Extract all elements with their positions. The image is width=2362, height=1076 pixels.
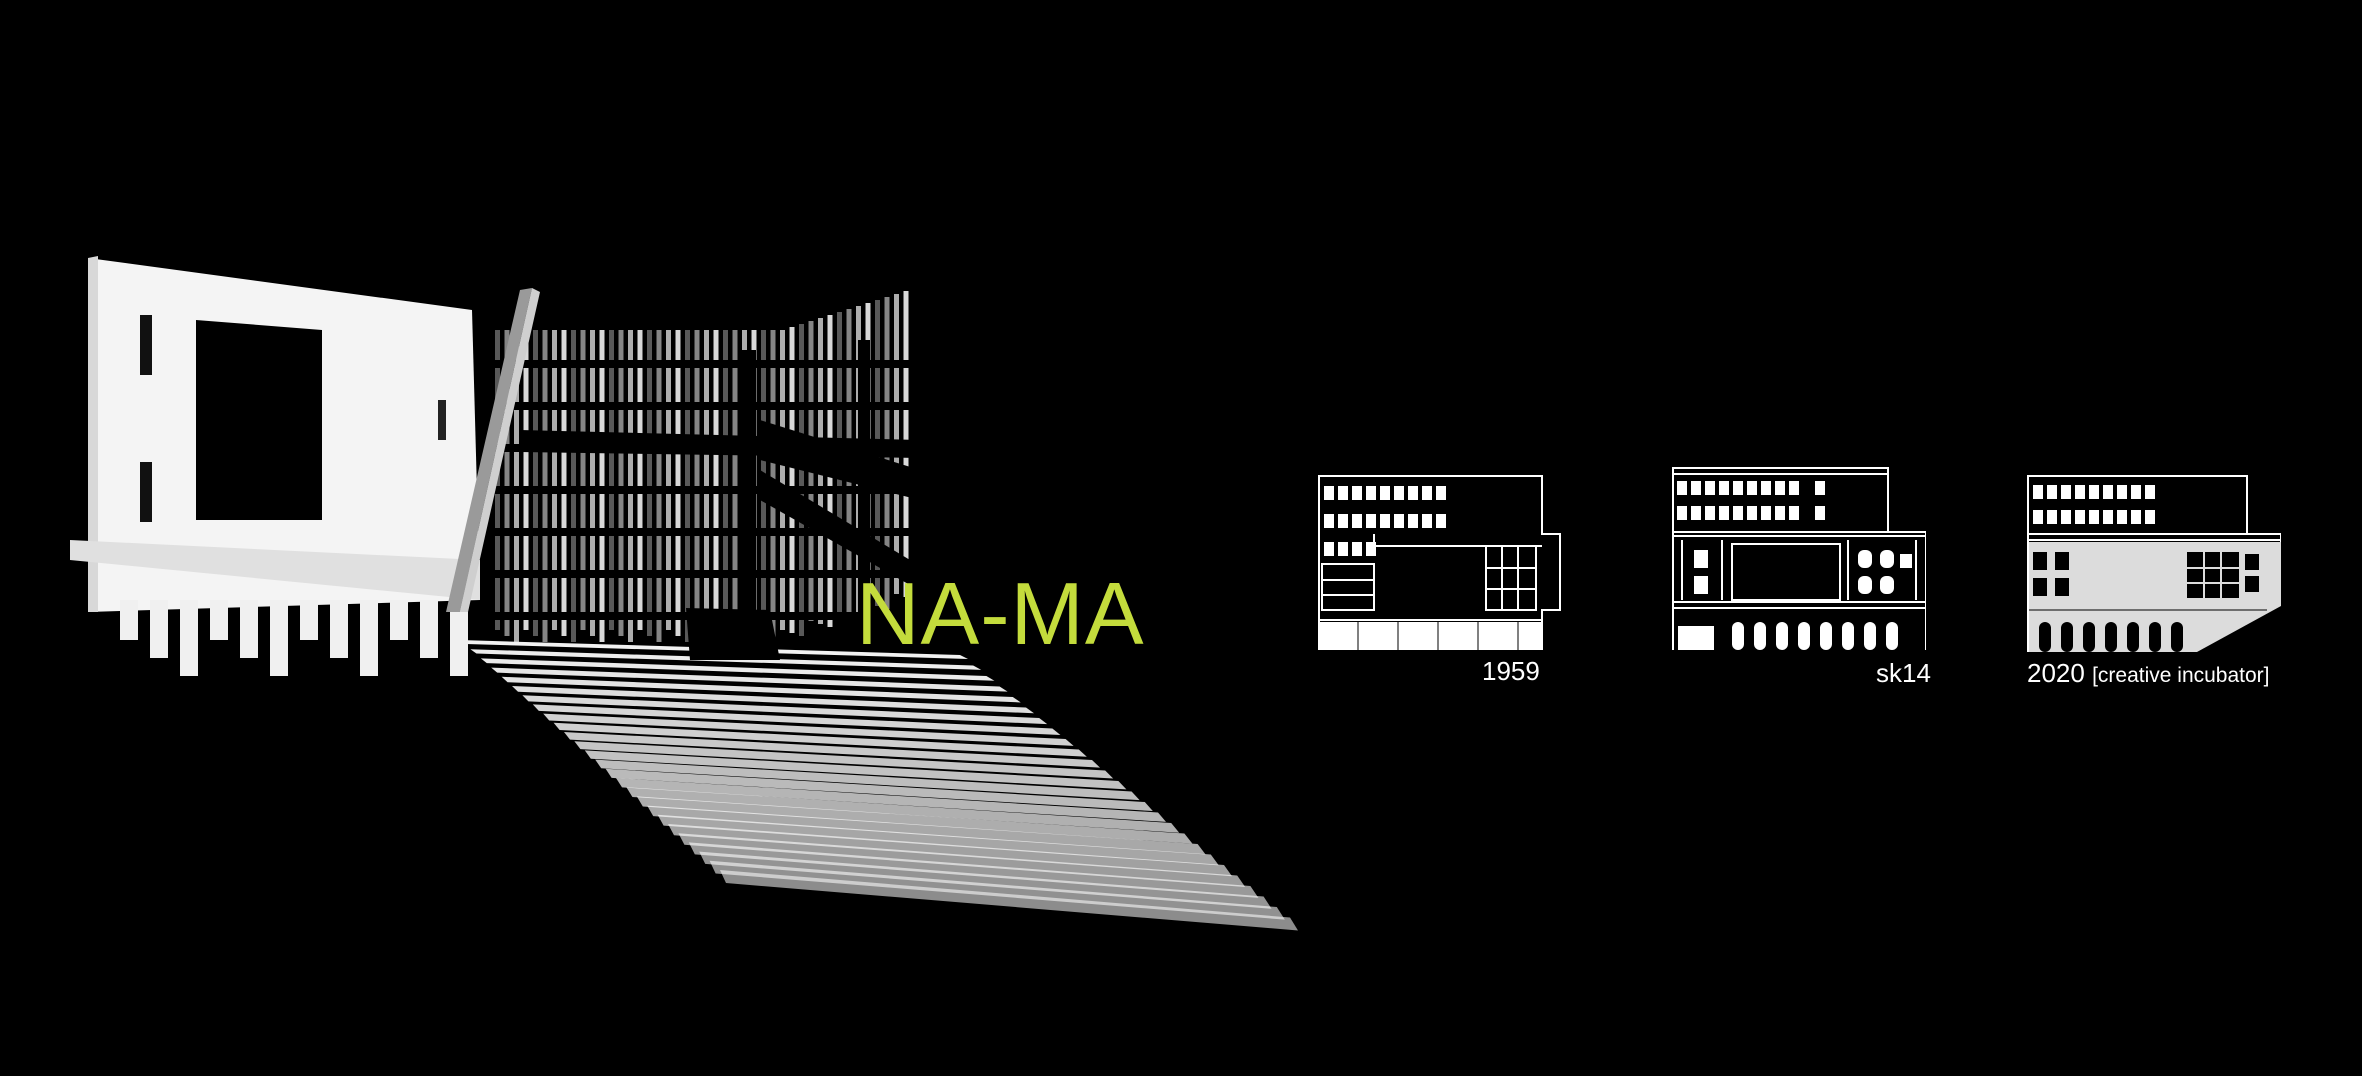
grille-slat bbox=[647, 330, 652, 636]
wall-pillar bbox=[180, 600, 198, 676]
wall-pillar bbox=[420, 600, 438, 658]
floor-stripe bbox=[501, 676, 1021, 703]
grille-rail bbox=[495, 528, 915, 536]
grille-slat bbox=[533, 330, 538, 636]
floor-stripe bbox=[699, 851, 1272, 909]
grille-slat bbox=[609, 330, 614, 630]
grille-slat bbox=[732, 330, 738, 636]
floor-stripe bbox=[668, 824, 1232, 877]
facade-drawing-2020 bbox=[2027, 475, 2281, 652]
elevation-note-2020: [creative incubator] bbox=[2092, 664, 2270, 687]
floor-stripe bbox=[522, 695, 1048, 725]
white-wall-block bbox=[70, 256, 480, 612]
grille-slat bbox=[552, 330, 557, 630]
wall-pillar bbox=[450, 600, 468, 676]
grille-slat bbox=[523, 330, 529, 630]
grille-rail bbox=[495, 570, 915, 578]
grille-slat bbox=[561, 330, 567, 636]
grille-slat bbox=[694, 330, 700, 630]
floor-stripe bbox=[480, 658, 995, 681]
grille-slat bbox=[504, 330, 510, 636]
wall-pillar bbox=[120, 600, 138, 640]
grille-slat bbox=[618, 330, 624, 636]
floor-stripe bbox=[709, 860, 1285, 920]
facade-drawing-sk14 bbox=[1672, 467, 1926, 650]
floor-stripe bbox=[543, 713, 1074, 746]
floor-stripe bbox=[678, 833, 1246, 888]
floor-stripe bbox=[605, 768, 1153, 812]
elevation-sk14: sk14 bbox=[1672, 466, 1931, 688]
wall-pillar bbox=[390, 600, 408, 640]
brand-title: NA-MA bbox=[856, 564, 1145, 663]
floor-shadow-stripes bbox=[460, 640, 1298, 931]
grille-slat bbox=[799, 324, 804, 636]
floor-stripe bbox=[688, 842, 1259, 898]
elevation-label-1959: 1959 bbox=[1482, 656, 1540, 687]
wall-pillar bbox=[210, 600, 228, 640]
elevation-year-1959: 1959 bbox=[1482, 656, 1540, 686]
floor-stripe bbox=[647, 805, 1206, 855]
wall-base-pillars bbox=[120, 600, 468, 676]
dark-structure bbox=[520, 340, 920, 660]
wall-pillar bbox=[330, 600, 348, 658]
elevation-year-sk14: sk14 bbox=[1876, 658, 1931, 688]
floor-stripe bbox=[657, 814, 1219, 866]
grille-slat bbox=[704, 330, 709, 636]
floor-stripe bbox=[584, 750, 1127, 790]
grille-slat bbox=[723, 330, 728, 630]
floor-stripe bbox=[626, 787, 1180, 833]
wall-pillar bbox=[240, 600, 258, 658]
elevation-1959: 1959 bbox=[1318, 470, 1562, 686]
floor-stripe bbox=[595, 759, 1140, 801]
floor-stripe bbox=[491, 667, 1008, 692]
wall-pillar bbox=[360, 600, 378, 676]
grille-slat bbox=[789, 327, 795, 633]
floor-stripe bbox=[512, 686, 1034, 714]
floor-stripe bbox=[564, 732, 1100, 768]
building-render-illustration bbox=[70, 256, 1298, 931]
wall-pillar bbox=[270, 600, 288, 676]
elevation-label-sk14: sk14 bbox=[1876, 658, 1931, 689]
grille-rail bbox=[495, 360, 915, 368]
grille-slat bbox=[637, 330, 643, 630]
grille-slat bbox=[780, 330, 785, 630]
floor-stripe bbox=[636, 796, 1193, 844]
floor-stripe bbox=[574, 741, 1114, 779]
diagonal-beam bbox=[446, 288, 540, 612]
elevation-year-2020: 2020 bbox=[2027, 658, 2085, 688]
floor-stripe bbox=[553, 722, 1087, 757]
grille-rail bbox=[495, 486, 915, 494]
elevation-2020: 2020 [creative incubator] bbox=[2027, 472, 2281, 688]
floor-stripe bbox=[616, 778, 1166, 822]
grille-slat bbox=[666, 330, 671, 630]
grille-rail bbox=[495, 402, 915, 410]
floor-stripe bbox=[720, 870, 1298, 931]
wall-pillar bbox=[150, 600, 168, 658]
facade-drawing-1959 bbox=[1318, 475, 1561, 650]
grille-slat bbox=[590, 330, 595, 636]
floor-stripe bbox=[532, 704, 1061, 736]
grille-slat bbox=[580, 330, 586, 630]
elevation-label-2020: 2020 [creative incubator] bbox=[2027, 658, 2270, 689]
grille-slat bbox=[675, 330, 681, 636]
wall-pillar bbox=[300, 600, 318, 640]
